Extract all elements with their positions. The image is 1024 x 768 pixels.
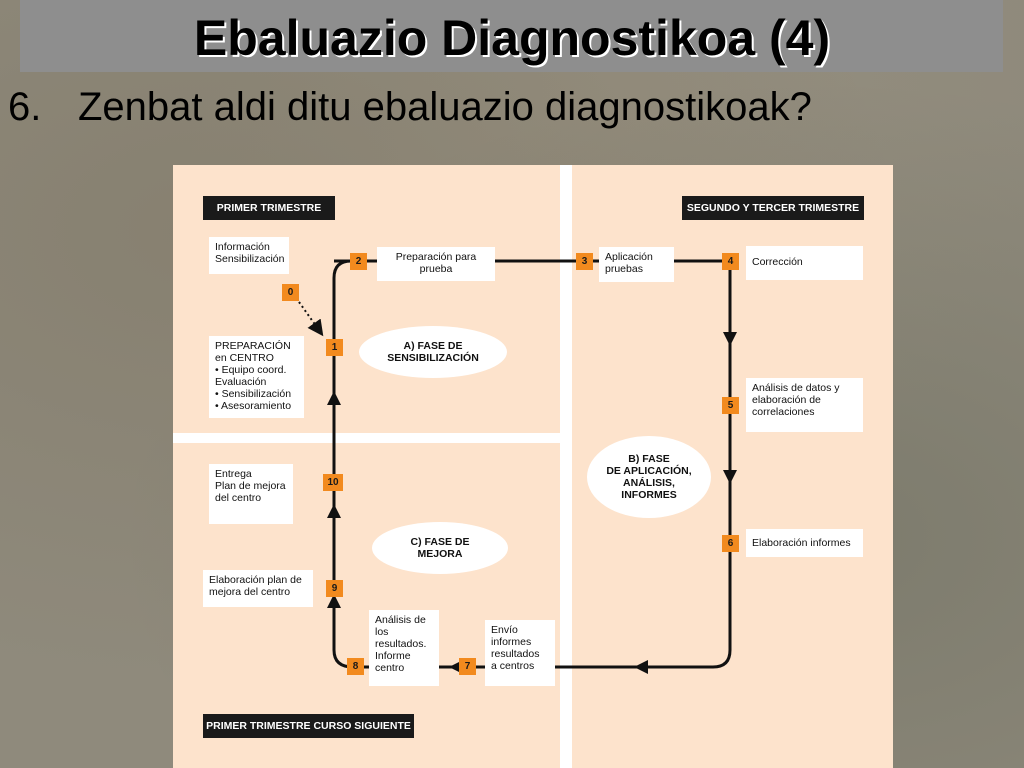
- slide-title: Ebaluazio Diagnostikoa (4): [193, 10, 831, 66]
- step-8: 8: [347, 658, 364, 675]
- header-primer-trimestre-curso-siguiente: PRIMER TRIMESTRE CURSO SIGUIENTE: [203, 714, 414, 738]
- step-2: 2: [350, 253, 367, 270]
- question-number: 6.: [8, 85, 42, 129]
- arrow-down-2: [723, 470, 737, 484]
- header-primer-trimestre: PRIMER TRIMESTRE: [203, 196, 335, 220]
- step-6: 6: [722, 535, 739, 552]
- step-5: 5: [722, 397, 739, 414]
- title-bar: [20, 0, 1003, 72]
- arrow-up-1: [327, 594, 341, 608]
- box-preparacion-centro: PREPARACIÓN en CENTRO • Equipo coord. Ev…: [209, 336, 304, 418]
- box-entrega: Entrega Plan de mejora del centro: [209, 464, 293, 524]
- box-analisis-resultados: Análisis de los resultados. Informe cent…: [369, 610, 439, 686]
- arrow-left-1: [634, 660, 648, 674]
- step-7: 7: [459, 658, 476, 675]
- arrow-up-2: [327, 504, 341, 518]
- arrow-down-1: [723, 332, 737, 346]
- phase-a-sensibilizacion: A) FASE DE SENSIBILIZACIÓN: [359, 326, 507, 378]
- box-analisis-datos: Análisis de datos y elaboración de corre…: [746, 378, 863, 432]
- step-9: 9: [326, 580, 343, 597]
- cycle-path: [332, 259, 732, 669]
- step-0: 0: [282, 284, 299, 301]
- horizontal-divider: [173, 433, 560, 443]
- step-3: 3: [576, 253, 593, 270]
- step-10: 10: [323, 474, 343, 491]
- arrow-up-3: [327, 391, 341, 405]
- question-text: Zenbat aldi ditu ebaluazio diagnostikoak…: [78, 85, 812, 129]
- evaluation-cycle-diagram: PRIMER TRIMESTRE SEGUNDO Y TERCER TRIMES…: [173, 165, 893, 768]
- box-elaboracion-plan: Elaboración plan de mejora del centro: [203, 570, 313, 607]
- box-correccion: Corrección: [746, 246, 863, 280]
- question: 6. Zenbat aldi ditu ebaluazio diagnostiko…: [8, 82, 812, 132]
- phase-b-aplicacion: B) FASE DE APLICACIÓN, ANÁLISIS, INFORME…: [587, 436, 711, 518]
- box-elaboracion-informes: Elaboración informes: [746, 529, 863, 557]
- header-segundo-tercer-trimestre: SEGUNDO Y TERCER TRIMESTRE: [682, 196, 864, 220]
- box-informacion: Información Sensibilización: [209, 237, 289, 274]
- step-4: 4: [722, 253, 739, 270]
- box-aplicacion: Aplicación pruebas: [599, 247, 674, 282]
- box-envio: Envío informes resultados a centros: [485, 620, 555, 686]
- phase-c-mejora: C) FASE DE MEJORA: [372, 522, 508, 574]
- vertical-divider: [560, 165, 572, 768]
- step-1: 1: [326, 339, 343, 356]
- box-preparacion-prueba: Preparación para prueba: [377, 247, 495, 281]
- dotted-arrow-0-to-1: [298, 301, 324, 337]
